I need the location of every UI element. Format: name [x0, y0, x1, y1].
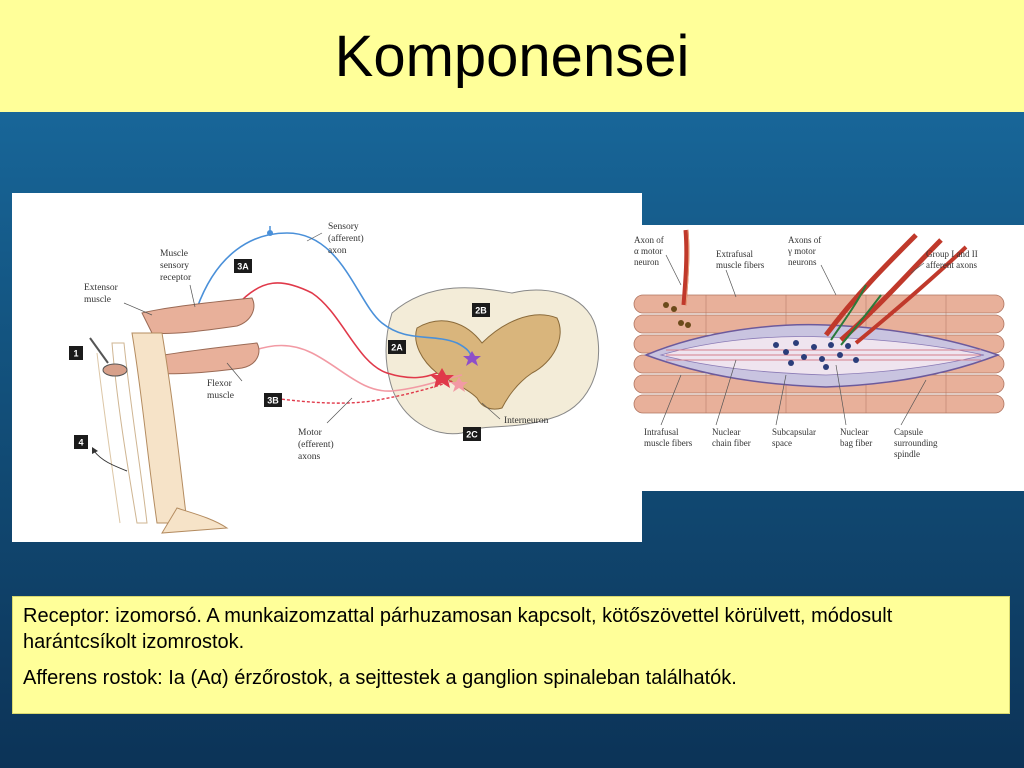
label-line: bag fiber	[840, 438, 872, 448]
svg-text:Capsule: Capsule	[894, 427, 923, 437]
svg-text:sensory: sensory	[160, 261, 189, 271]
svg-text:(efferent): (efferent)	[298, 439, 334, 450]
label-extensor-muscle: Extensor	[84, 283, 119, 293]
label-muscle-sensory-receptor: Muscle	[160, 249, 188, 259]
label-alpha-axon: Axon of	[634, 235, 664, 245]
svg-text:2B: 2B	[475, 306, 487, 316]
svg-text:4: 4	[78, 438, 83, 448]
svg-text:neurons: neurons	[788, 257, 817, 267]
svg-text:Subcapsular: Subcapsular	[772, 427, 816, 437]
label-group-afferent: Group I and II	[926, 249, 978, 259]
label-line: chain fiber	[712, 438, 751, 448]
svg-text:Muscle: Muscle	[160, 249, 188, 259]
svg-text:3B: 3B	[267, 396, 279, 406]
label-line: muscle	[84, 295, 111, 305]
label-line: γ motor	[787, 246, 816, 256]
svg-text:Motor: Motor	[298, 428, 323, 438]
svg-text:Axons of: Axons of	[788, 235, 821, 245]
svg-text:Axon of: Axon of	[634, 235, 664, 245]
label-line: space	[772, 438, 792, 448]
label-flexor-muscle: Flexor	[207, 379, 233, 389]
svg-text:Nuclear: Nuclear	[840, 427, 868, 437]
label-gamma-axons: Axons of	[788, 235, 821, 245]
svg-text:2C: 2C	[466, 430, 478, 440]
badge-3a: 3A	[234, 259, 252, 273]
badge-4: 4	[74, 435, 88, 449]
reflex-figure: Muscle sensory receptor Extensor muscle …	[12, 193, 642, 542]
label-line: (efferent)	[298, 439, 334, 450]
label-subcapsular: Subcapsular	[772, 427, 816, 437]
svg-text:α motor: α motor	[634, 246, 662, 256]
label-line: receptor	[160, 273, 192, 283]
svg-text:spindle: spindle	[894, 449, 920, 459]
label-line: axons	[298, 452, 320, 462]
label-nuclear-chain: Nuclear	[712, 427, 740, 437]
label-line: neuron	[634, 257, 659, 267]
svg-text:Intrafusal: Intrafusal	[644, 427, 679, 437]
description-box: Receptor: izomorsó. A munkaizomzattal pá…	[12, 596, 1010, 714]
reflex-illustration: Muscle sensory receptor Extensor muscle …	[69, 222, 599, 534]
label-capsule: Capsule	[894, 427, 923, 437]
label-line: surrounding	[894, 438, 938, 448]
svg-text:(afferent): (afferent)	[328, 233, 364, 244]
svg-text:muscle fibers: muscle fibers	[716, 260, 765, 270]
svg-text:Extrafusal: Extrafusal	[716, 249, 753, 259]
svg-text:2A: 2A	[391, 343, 403, 353]
label-line: α motor	[634, 246, 662, 256]
svg-text:Interneuron: Interneuron	[504, 416, 549, 426]
label-line: spindle	[894, 449, 920, 459]
svg-text:muscle: muscle	[207, 391, 234, 401]
svg-text:Extensor: Extensor	[84, 283, 119, 293]
badge-1: 1	[69, 346, 83, 360]
badge-3b: 3B	[264, 393, 282, 407]
svg-text:1: 1	[73, 349, 78, 359]
svg-text:bag fiber: bag fiber	[840, 438, 872, 448]
svg-text:chain fiber: chain fiber	[712, 438, 751, 448]
svg-text:Sensory: Sensory	[328, 222, 359, 232]
svg-text:receptor: receptor	[160, 273, 192, 283]
svg-text:axons: axons	[298, 452, 320, 462]
svg-text:axon: axon	[328, 246, 347, 256]
svg-text:Nuclear: Nuclear	[712, 427, 740, 437]
badge-2a: 2A	[388, 340, 406, 354]
label-sensory-axon: Sensory	[328, 222, 359, 232]
label-line: sensory	[160, 261, 189, 271]
title-bar: Komponensei	[0, 0, 1024, 112]
label-intrafusal: Intrafusal	[644, 427, 679, 437]
label-line: afferent axons	[926, 260, 978, 270]
svg-text:muscle: muscle	[84, 295, 111, 305]
svg-text:space: space	[772, 438, 792, 448]
label-line: (afferent)	[328, 233, 364, 244]
label-line: neurons	[788, 257, 817, 267]
label-line: muscle fibers	[716, 260, 765, 270]
svg-text:surrounding: surrounding	[894, 438, 938, 448]
spindle-figure: Axon of α motor neuron Extrafusal muscle…	[626, 225, 1024, 491]
label-line: muscle fibers	[644, 438, 693, 448]
svg-text:muscle fibers: muscle fibers	[644, 438, 693, 448]
svg-text:Flexor: Flexor	[207, 379, 233, 389]
svg-text:neuron: neuron	[634, 257, 659, 267]
svg-text:3A: 3A	[237, 262, 249, 272]
badge-2b: 2B	[472, 303, 490, 317]
svg-text:afferent axons: afferent axons	[926, 260, 978, 270]
label-extrafusal: Extrafusal	[716, 249, 753, 259]
receptor-paragraph: Receptor: izomorsó. A munkaizomzattal pá…	[23, 605, 893, 653]
badge-2c: 2C	[463, 427, 481, 441]
svg-text:γ motor: γ motor	[787, 246, 816, 256]
spindle-illustration: Axon of α motor neuron Extrafusal muscle…	[633, 229, 1005, 459]
label-motor-axons: Motor	[298, 428, 323, 438]
label-interneuron: Interneuron	[504, 416, 549, 426]
label-line: muscle	[207, 391, 234, 401]
label-line: axon	[328, 246, 347, 256]
svg-text:Group I and II: Group I and II	[926, 249, 978, 259]
label-nuclear-bag: Nuclear	[840, 427, 868, 437]
slide-title: Komponensei	[334, 23, 690, 89]
afferent-paragraph: Afferens rostok: Ia (Aα) érzőrostok, a s…	[23, 667, 737, 689]
